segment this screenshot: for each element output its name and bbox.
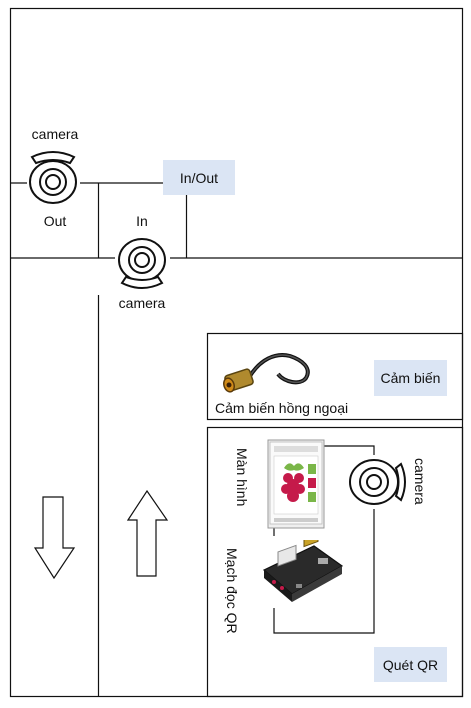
camera-qr-label: camera xyxy=(412,458,428,505)
sensor-box: Cảm biến xyxy=(374,360,447,396)
ir-sensor-label: Cảm biến hồng ngoại xyxy=(215,400,348,416)
camera-lane-label: camera xyxy=(119,295,166,311)
raspberry-screen-icon xyxy=(266,438,326,530)
camera-entrance-label: camera xyxy=(32,126,79,142)
screen-label: Màn hình xyxy=(234,448,250,506)
camera-icon xyxy=(112,233,172,295)
infrared-sensor-icon xyxy=(220,350,320,394)
camera-icon xyxy=(24,145,82,209)
qr-reader-board-icon xyxy=(256,540,346,612)
in-label: In xyxy=(136,213,148,229)
in-out-box: In/Out xyxy=(163,160,235,195)
qr-reader-label: Mạch đọc QR xyxy=(224,548,240,634)
qr-scan-box: Quét QR xyxy=(374,647,447,682)
out-label: Out xyxy=(44,213,67,229)
arrow-down-icon xyxy=(34,496,76,580)
camera-icon xyxy=(341,452,407,512)
arrow-up-icon xyxy=(127,490,169,578)
